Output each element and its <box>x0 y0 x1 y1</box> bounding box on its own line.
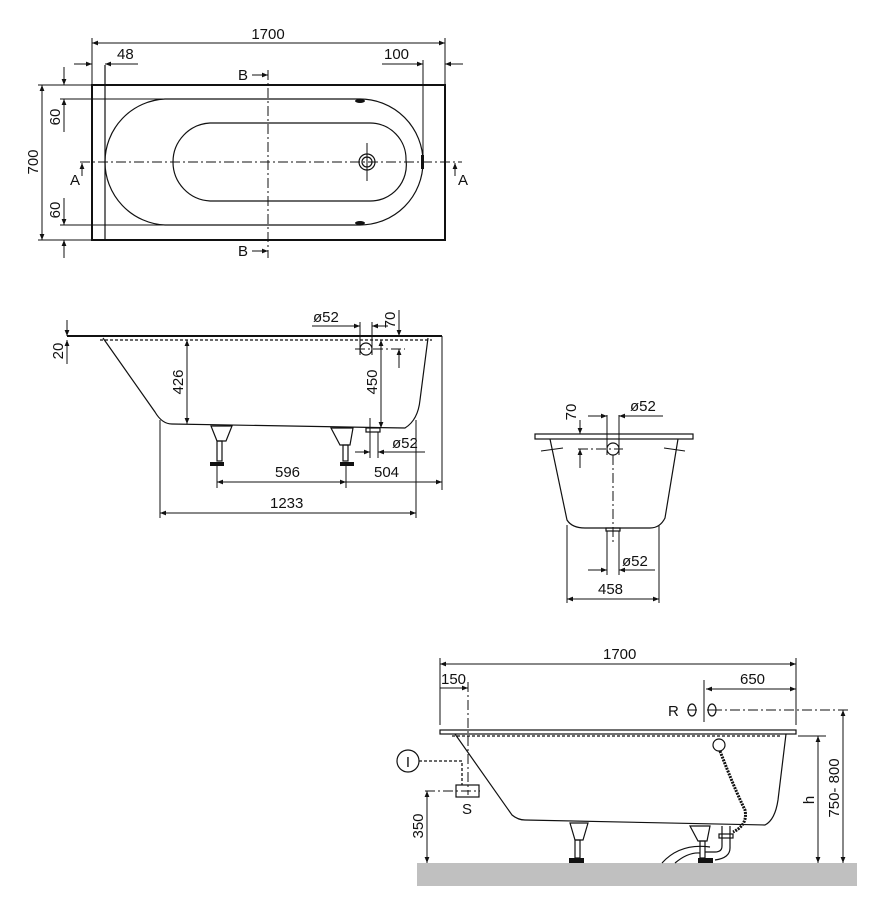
dim-tap-offset: 650 <box>740 671 765 688</box>
installation-view: R 1700 150 650 I S 350 h 750- 800 <box>396 646 857 886</box>
dim-bottom-width: 458 <box>598 581 623 598</box>
dim-leg-to-end: 504 <box>374 464 399 481</box>
info-label: I <box>406 754 410 771</box>
section-a-marker-left: A <box>70 172 80 189</box>
dim-drain-diameter: ø52 <box>392 435 418 452</box>
dim-leg-spacing: 596 <box>275 464 300 481</box>
dim-inner-depth: 426 <box>170 369 187 394</box>
plan-view: 1700 48 100 700 60 60 A A B B <box>25 26 468 260</box>
tub-profile-installed <box>454 733 787 826</box>
tub-profile-length <box>102 337 429 429</box>
dim-overflow-diameter: ø52 <box>313 309 339 326</box>
dim-b-overflow-diameter: ø52 <box>630 398 656 415</box>
dim-siphon-height: 350 <box>410 813 427 838</box>
section-b-marker-top: B <box>238 67 248 84</box>
siphon-label: S <box>462 801 472 818</box>
floor <box>417 863 857 886</box>
tub-profile-width <box>549 438 679 529</box>
dim-height-h: h <box>801 796 818 804</box>
dim-right-rim: 100 <box>384 46 409 63</box>
dim-top-rim: 60 <box>47 109 64 126</box>
section-b-view: ø52 70 ø52 458 <box>534 398 694 603</box>
basin-floor-outline <box>172 122 407 202</box>
dim-overall-width: 700 <box>25 149 42 174</box>
dim-b-overflow-offset: 70 <box>563 404 580 421</box>
section-b-marker-bottom: B <box>238 243 248 260</box>
dim-rim-thickness: 20 <box>50 343 67 360</box>
dim-depth-drain: 450 <box>364 369 381 394</box>
dim-total-height: 750- 800 <box>826 758 843 817</box>
tub-rim <box>439 729 797 735</box>
dim-bottom-rim: 60 <box>47 202 64 219</box>
dim-b-drain-diameter: ø52 <box>622 553 648 570</box>
section-a-view: 20 426 450 ø52 70 ø52 596 504 1233 <box>50 309 443 518</box>
dim-left-rim: 48 <box>117 46 134 63</box>
section-a-marker-right: A <box>458 172 468 189</box>
tap-label: R <box>668 703 679 720</box>
dim-overflow-offset: 70 <box>382 312 399 329</box>
dim-siphon-offset: 150 <box>441 671 466 688</box>
dim-bottom-length: 1233 <box>270 495 303 512</box>
dim-install-length: 1700 <box>603 646 636 663</box>
dim-overall-length: 1700 <box>251 26 284 43</box>
